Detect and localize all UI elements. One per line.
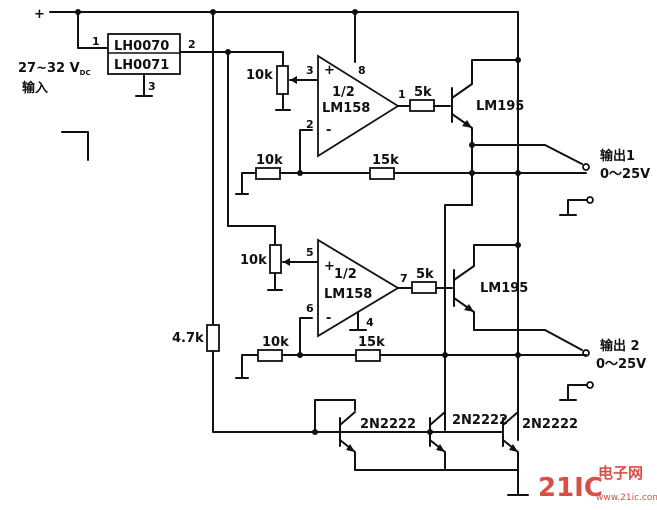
- ground-symbol-left: [61, 131, 89, 161]
- output-2-label: 输出 2: [600, 338, 640, 354]
- resistor-bottom-out: [411, 281, 437, 294]
- wire-fb-bottom-gnd: [241, 354, 259, 379]
- junction-dot: [442, 352, 448, 358]
- junction-dot: [515, 352, 521, 358]
- opamp-top-plus: +: [324, 63, 335, 78]
- opamp-bottom-half: 1/2: [334, 267, 357, 282]
- regulator-pin-2: 2: [188, 38, 196, 51]
- resistor-top-fb-right-label: 15k: [372, 153, 399, 168]
- output-1-ground-terminal: [586, 196, 594, 204]
- mirror-2-emitter-arrow: [436, 444, 445, 452]
- mirror-1-emitter-arrow: [346, 444, 355, 452]
- wire-bias-to-mirror-base: [212, 350, 339, 433]
- output-2-range: 0～25V: [596, 357, 646, 372]
- wiper-arrow-bottom: [283, 258, 290, 266]
- wire-fb-top-gnd: [241, 172, 257, 195]
- mirror-2-emitter: [429, 439, 446, 471]
- regulator-pin-1: 1: [92, 35, 100, 48]
- watermark-url: www.21ic.com: [596, 493, 657, 503]
- wire-reference-to-pot-bottom: [227, 225, 276, 246]
- pot-top-label: 10k: [246, 68, 273, 83]
- output-1-ground-wire: [567, 199, 587, 216]
- opamp-bottom-minus: -: [326, 311, 331, 326]
- lm195-bottom-collector: [453, 244, 519, 281]
- mirror-3-collector: [502, 411, 519, 426]
- pot-bottom: [269, 244, 282, 274]
- wire-mirror-diode-connection: [314, 399, 356, 433]
- resistor-bottom-fb-left-label: 10k: [262, 335, 289, 350]
- mirror-1-collector: [339, 411, 356, 426]
- lm195-top-emitter: [451, 113, 473, 206]
- resistor-top-out: [409, 99, 435, 112]
- opamp-bottom-pin-minus: 6: [306, 302, 314, 315]
- watermark-logo: 21IC: [538, 473, 603, 503]
- supply-plus-label: +: [34, 7, 45, 22]
- resistor-bottom-fb-right: [355, 349, 381, 362]
- opamp-top-pin-plus: 3: [306, 64, 314, 77]
- resistor-bottom-out-label: 5k: [416, 267, 434, 282]
- input-voltage-label: 27~32 VDC: [18, 61, 91, 77]
- lm195-bottom-emitter: [453, 297, 475, 331]
- mirror-3-emitter: [502, 439, 519, 471]
- lm195-bottom-label: LM195: [480, 281, 528, 296]
- wire-opamp-bottom-inv: [299, 317, 313, 356]
- opamp-top-name: LM158: [322, 101, 370, 116]
- junction-dot: [312, 429, 318, 435]
- resistor-top-fb-left-label: 10k: [256, 153, 283, 168]
- resistor-bottom-fb-right-label: 15k: [358, 335, 385, 350]
- opamp-bottom-name: LM158: [324, 287, 372, 302]
- resistor-top-fb-left: [255, 167, 281, 180]
- mirror-2-collector: [429, 404, 446, 426]
- wire-rail-to-regulator: [77, 11, 109, 49]
- resistor-bias-label: 4.7k: [172, 331, 204, 346]
- resistor-bottom-fb-left: [257, 349, 283, 362]
- mirror-2-label: 2N2222: [452, 413, 508, 428]
- resistor-top-fb-right: [369, 167, 395, 180]
- lm195-top-collector: [451, 59, 519, 99]
- output-1-terminal: [582, 163, 590, 171]
- wire-regulator-output: [179, 51, 284, 67]
- opamp-top-triangle: [317, 54, 400, 158]
- mirror-1-label: 2N2222: [360, 417, 416, 432]
- opamp-bottom-pin-plus: 5: [306, 246, 314, 259]
- regulator-name-1: LH0070: [114, 39, 169, 54]
- opamp-top-pin-out: 1: [398, 88, 406, 101]
- opamp-bottom-plus: +: [324, 259, 335, 274]
- wire-output-2: [473, 329, 583, 351]
- junction-dot: [469, 170, 475, 176]
- wire-opamp-top-inv: [299, 129, 313, 174]
- resistor-top-out-label: 5k: [414, 85, 432, 100]
- regulator-pin-3: 3: [148, 80, 156, 93]
- wire-output-1: [471, 144, 583, 165]
- input-caption: 输入: [22, 80, 48, 96]
- pot-bottom-label: 10k: [240, 253, 267, 268]
- opamp-top-pin-minus: 2: [306, 118, 314, 131]
- lm195-bottom-emitter-arrow: [464, 304, 474, 312]
- regulator-name-2: LH0071: [114, 58, 169, 73]
- lm195-top-label: LM195: [476, 99, 524, 114]
- opamp-top-minus: -: [326, 123, 331, 138]
- watermark-cn: 电子网: [598, 464, 643, 482]
- output-2-ground-terminal: [586, 381, 594, 389]
- output-2-ground-wire: [567, 384, 587, 401]
- mirror-1-emitter: [339, 439, 356, 471]
- mirror-3-emitter-arrow: [509, 444, 518, 452]
- pot-top: [276, 65, 289, 95]
- opamp-bottom-pin-out: 7: [400, 272, 408, 285]
- output-1-label: 输出1: [600, 148, 635, 164]
- junction-dot: [515, 170, 521, 176]
- mirror-3-label: 2N2222: [522, 417, 578, 432]
- opamp-top-pin-vcc: 8: [358, 64, 366, 77]
- wire-top-emitter-to-mirror: [444, 204, 473, 431]
- output-1-range: 0～25V: [600, 167, 650, 182]
- lm195-top-emitter-arrow: [462, 120, 472, 128]
- wiper-arrow-top: [290, 76, 297, 84]
- opamp-top-half: 1/2: [332, 85, 355, 100]
- resistor-bias: [206, 324, 220, 352]
- opamp-bottom-pin-gnd: 4: [366, 316, 374, 329]
